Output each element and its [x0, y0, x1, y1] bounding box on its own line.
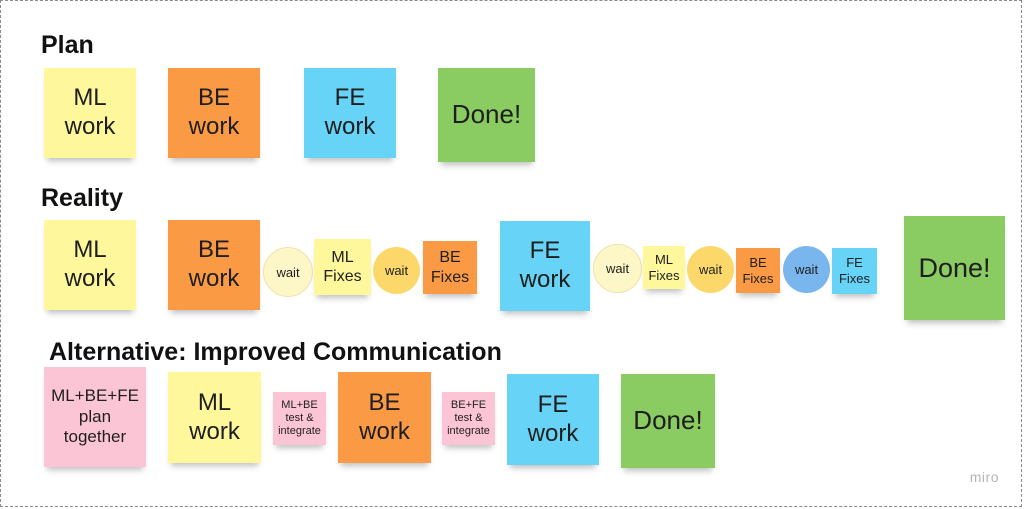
sticky-ml-fixes[interactable]: ML Fixes	[643, 246, 685, 289]
sticky-done[interactable]: Done!	[621, 374, 715, 468]
sticky-fe-work[interactable]: FE work	[507, 374, 599, 465]
sticky-plan-together[interactable]: ML+BE+FE plan together	[44, 367, 146, 467]
wait-circle[interactable]: wait	[783, 246, 830, 293]
section-title-reality: Reality	[41, 184, 123, 212]
section-title-alternative: Alternative: Improved Communication	[49, 338, 502, 366]
sticky-be-fixes[interactable]: BE Fixes	[736, 248, 780, 293]
sticky-be-work[interactable]: BE work	[168, 220, 260, 310]
sticky-fe-work[interactable]: FE work	[304, 68, 396, 158]
wait-circle[interactable]: wait	[687, 246, 734, 293]
sticky-be-work[interactable]: BE work	[168, 68, 260, 158]
wait-circle[interactable]: wait	[263, 247, 313, 297]
sticky-be-fe-test[interactable]: BE+FE test & integrate	[442, 392, 495, 445]
sticky-be-fixes[interactable]: BE Fixes	[423, 241, 477, 294]
wait-circle[interactable]: wait	[373, 247, 420, 294]
sticky-ml-fixes[interactable]: ML Fixes	[314, 239, 371, 295]
sticky-ml-work[interactable]: ML work	[44, 220, 136, 310]
sticky-done[interactable]: Done!	[904, 216, 1005, 320]
section-title-plan: Plan	[41, 31, 94, 59]
sticky-done[interactable]: Done!	[438, 68, 535, 162]
sticky-be-work[interactable]: BE work	[338, 372, 431, 463]
sticky-ml-be-test[interactable]: ML+BE test & integrate	[273, 392, 326, 445]
sticky-ml-work[interactable]: ML work	[44, 68, 136, 158]
sticky-fe-fixes[interactable]: FE Fixes	[832, 248, 877, 294]
sticky-fe-work[interactable]: FE work	[500, 221, 590, 311]
miro-watermark: miro	[969, 469, 999, 485]
wait-circle[interactable]: wait	[593, 244, 642, 293]
sticky-ml-work[interactable]: ML work	[168, 372, 261, 463]
